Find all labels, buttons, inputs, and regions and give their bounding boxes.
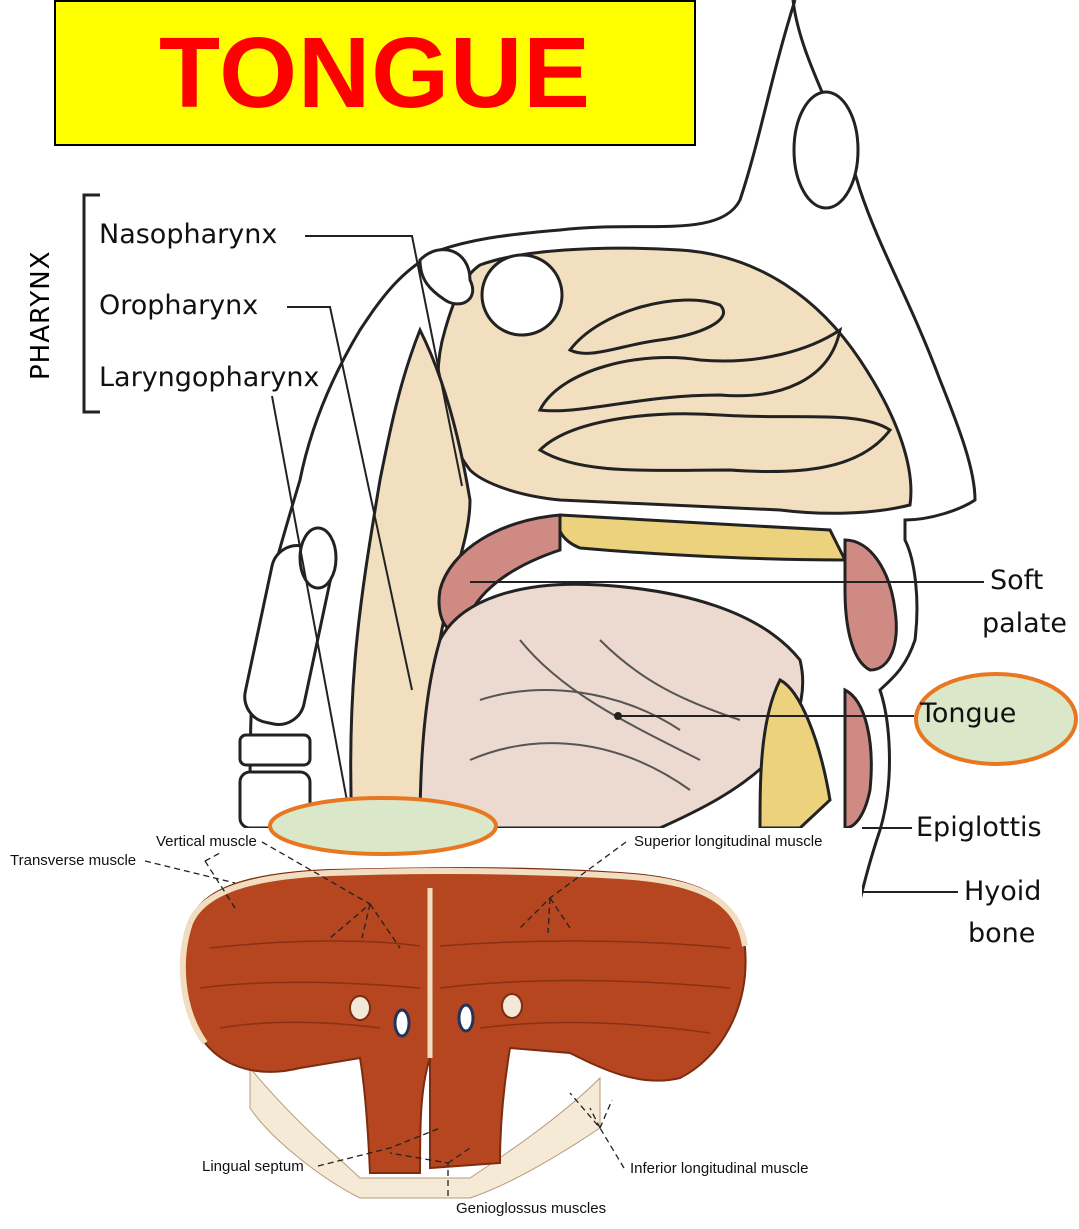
label-transverse-muscle: Transverse muscle [10, 852, 136, 869]
lingual-vein-left [395, 1010, 409, 1036]
pharynx-bracket [84, 195, 100, 412]
lingual-vein-right [459, 1005, 473, 1031]
label-epiglottis: Epiglottis [916, 812, 1042, 843]
hard-palate [558, 515, 845, 560]
label-palate: palate [982, 608, 1067, 639]
slide-title: TONGUE [159, 16, 591, 131]
pharynx-group-label: PHARYNX [26, 250, 56, 380]
label-hyoid: Hyoid [964, 876, 1041, 907]
mandible-bone [760, 680, 830, 828]
label-oropharynx: Oropharynx [99, 290, 258, 321]
connective-tissue [250, 1068, 600, 1198]
frontal-sinus [794, 92, 858, 208]
label-lingual-septum: Lingual septum [202, 1158, 304, 1175]
lingual-artery-left [350, 996, 370, 1020]
upper-lip [845, 540, 896, 670]
sphenoid-sinus [482, 255, 562, 335]
tongue-body [420, 584, 803, 828]
label-inferior-longitudinal-muscle: Inferior longitudinal muscle [630, 1160, 808, 1177]
lower-lip [845, 690, 871, 828]
label-vertical-muscle: Vertical muscle [156, 833, 257, 850]
label-soft: Soft [990, 565, 1043, 596]
label-nasopharynx: Nasopharynx [99, 219, 277, 250]
lingual-artery-right [502, 994, 522, 1018]
label-laryngopharynx: Laryngopharynx [99, 362, 319, 393]
label-tongue: Tongue [920, 698, 1016, 729]
tongue-leader-dot [614, 712, 622, 720]
vertebra-2 [240, 735, 310, 765]
title-banner: TONGUE [54, 0, 696, 146]
label-bone: bone [968, 918, 1035, 949]
sella-turcica [420, 250, 473, 304]
label-genioglossus-muscles: Genioglossus muscles [456, 1200, 606, 1217]
label-superior-longitudinal-muscle: Superior longitudinal muscle [634, 833, 822, 850]
inset-highlight-ring [266, 794, 500, 858]
